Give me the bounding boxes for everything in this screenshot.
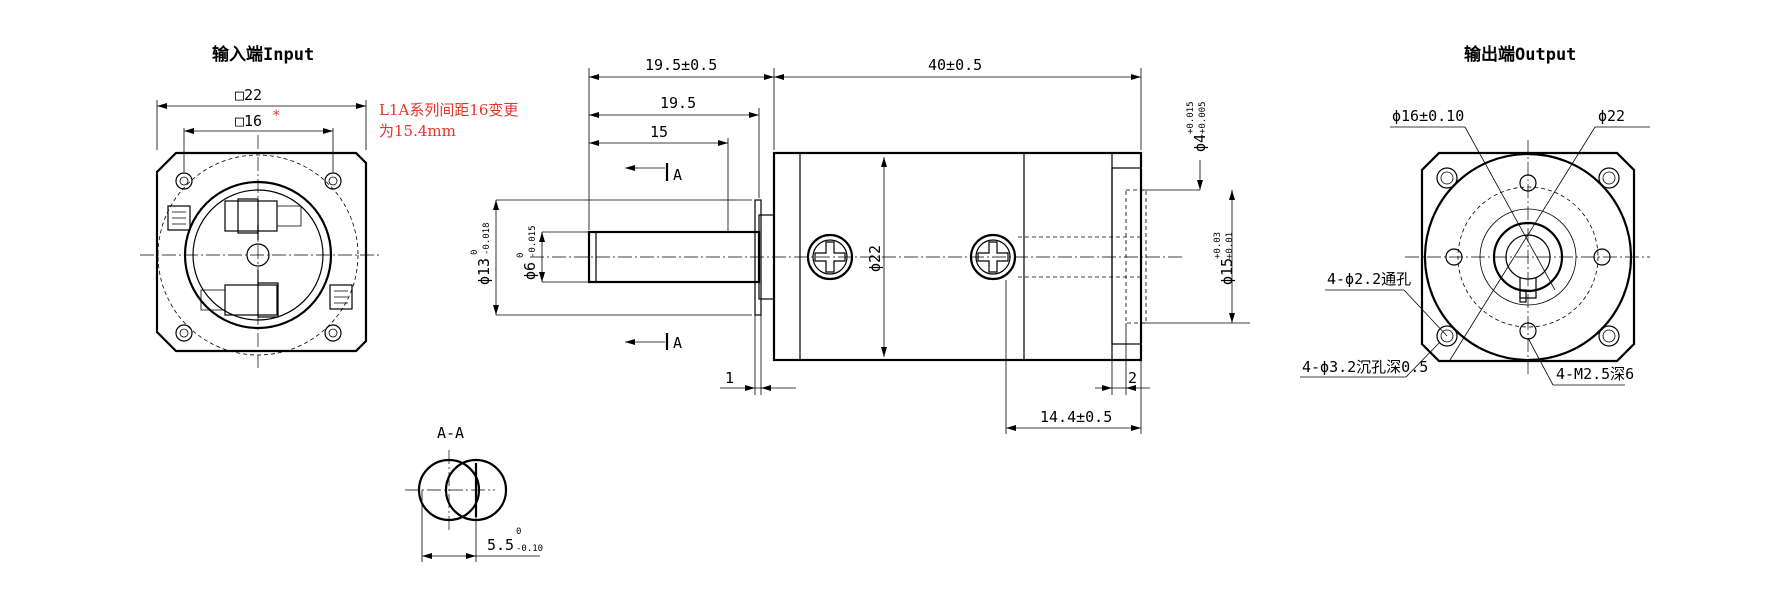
svg-text:A: A — [673, 166, 682, 184]
output-dim-dia22: ϕ22 — [1598, 107, 1625, 125]
side-dia-13: ϕ13 0 -0.018 — [470, 222, 493, 285]
side-dia-6: ϕ6 0 -0.015 — [516, 225, 539, 280]
input-corner-holes — [175, 172, 342, 342]
output-flange-outline — [1420, 151, 1636, 363]
input-note-line1: L1A系列间距16变更 — [379, 101, 518, 119]
side-dim-19-5: 19.5 — [660, 94, 696, 112]
svg-text:0: 0 — [516, 527, 521, 537]
svg-text:0: 0 — [470, 250, 480, 255]
side-dim-2: 2 — [1128, 369, 1137, 387]
input-dim-16: □16 — [235, 112, 262, 130]
side-dia-4: ϕ4 +0.015 +0.005 — [1186, 101, 1209, 152]
input-view-title: 输入端Input — [212, 44, 314, 65]
svg-text:ϕ6: ϕ6 — [521, 262, 539, 280]
svg-text:-0.10: -0.10 — [516, 544, 543, 554]
svg-text:-0.015: -0.015 — [528, 225, 538, 258]
svg-text:ϕ13: ϕ13 — [475, 258, 493, 285]
svg-text:ϕ4: ϕ4 — [1191, 134, 1209, 152]
svg-text:0: 0 — [516, 253, 526, 258]
svg-text:+0.015: +0.015 — [1186, 101, 1196, 134]
section-a-a: A-A 5.5 0 -0.10 — [405, 424, 543, 562]
output-dim-dia16: ϕ16±0.10 — [1392, 107, 1464, 125]
side-dim-1: 1 — [725, 369, 734, 387]
input-flange-outline — [155, 151, 368, 353]
svg-text:+0.005: +0.005 — [1198, 101, 1208, 134]
input-end-view: 输入端Input — [140, 44, 518, 368]
svg-text:A: A — [673, 334, 682, 352]
output-thread: 4-M2.5深6 — [1556, 365, 1634, 383]
side-dia-15: ϕ15 +0.03 +0.01 — [1213, 232, 1236, 285]
side-body-outline — [772, 151, 1143, 362]
side-dim-19-5-tol: 19.5±0.5 — [645, 56, 717, 74]
side-output-shaft — [1125, 189, 1147, 324]
svg-text:+0.03: +0.03 — [1213, 232, 1223, 259]
input-dim-22: □22 — [235, 86, 262, 104]
svg-text:-0.018: -0.018 — [482, 222, 492, 255]
side-dia-22: ϕ22 — [866, 245, 884, 272]
section-marker-top: A — [625, 163, 682, 184]
output-hole-thru: 4-ϕ2.2通孔 — [1327, 270, 1411, 288]
section-marker-bottom: A — [625, 333, 682, 352]
side-dim-14-4: 14.4±0.5 — [1040, 408, 1112, 426]
side-dim-40: 40±0.5 — [928, 56, 982, 74]
output-counterbore: 4-ϕ3.2沉孔深0.5 — [1302, 358, 1428, 376]
side-view: A A 19.5±0.5 40±0.5 19.5 15 ϕ13 — [470, 56, 1250, 434]
section-dim-5-5: 5.5 — [487, 536, 514, 554]
svg-text:ϕ22: ϕ22 — [866, 245, 884, 272]
output-view-title: 输出端Output — [1464, 44, 1576, 65]
input-dim-asterisk: * — [272, 108, 280, 124]
section-title: A-A — [437, 424, 464, 442]
input-note-line2: 为15.4mm — [379, 122, 456, 140]
svg-text:ϕ15: ϕ15 — [1218, 258, 1236, 285]
output-end-view: 输出端Output ϕ16±0.10 ϕ22 4-ϕ2.2通孔 — [1300, 44, 1650, 386]
svg-text:+0.01: +0.01 — [1225, 232, 1235, 259]
side-dim-15: 15 — [650, 123, 668, 141]
